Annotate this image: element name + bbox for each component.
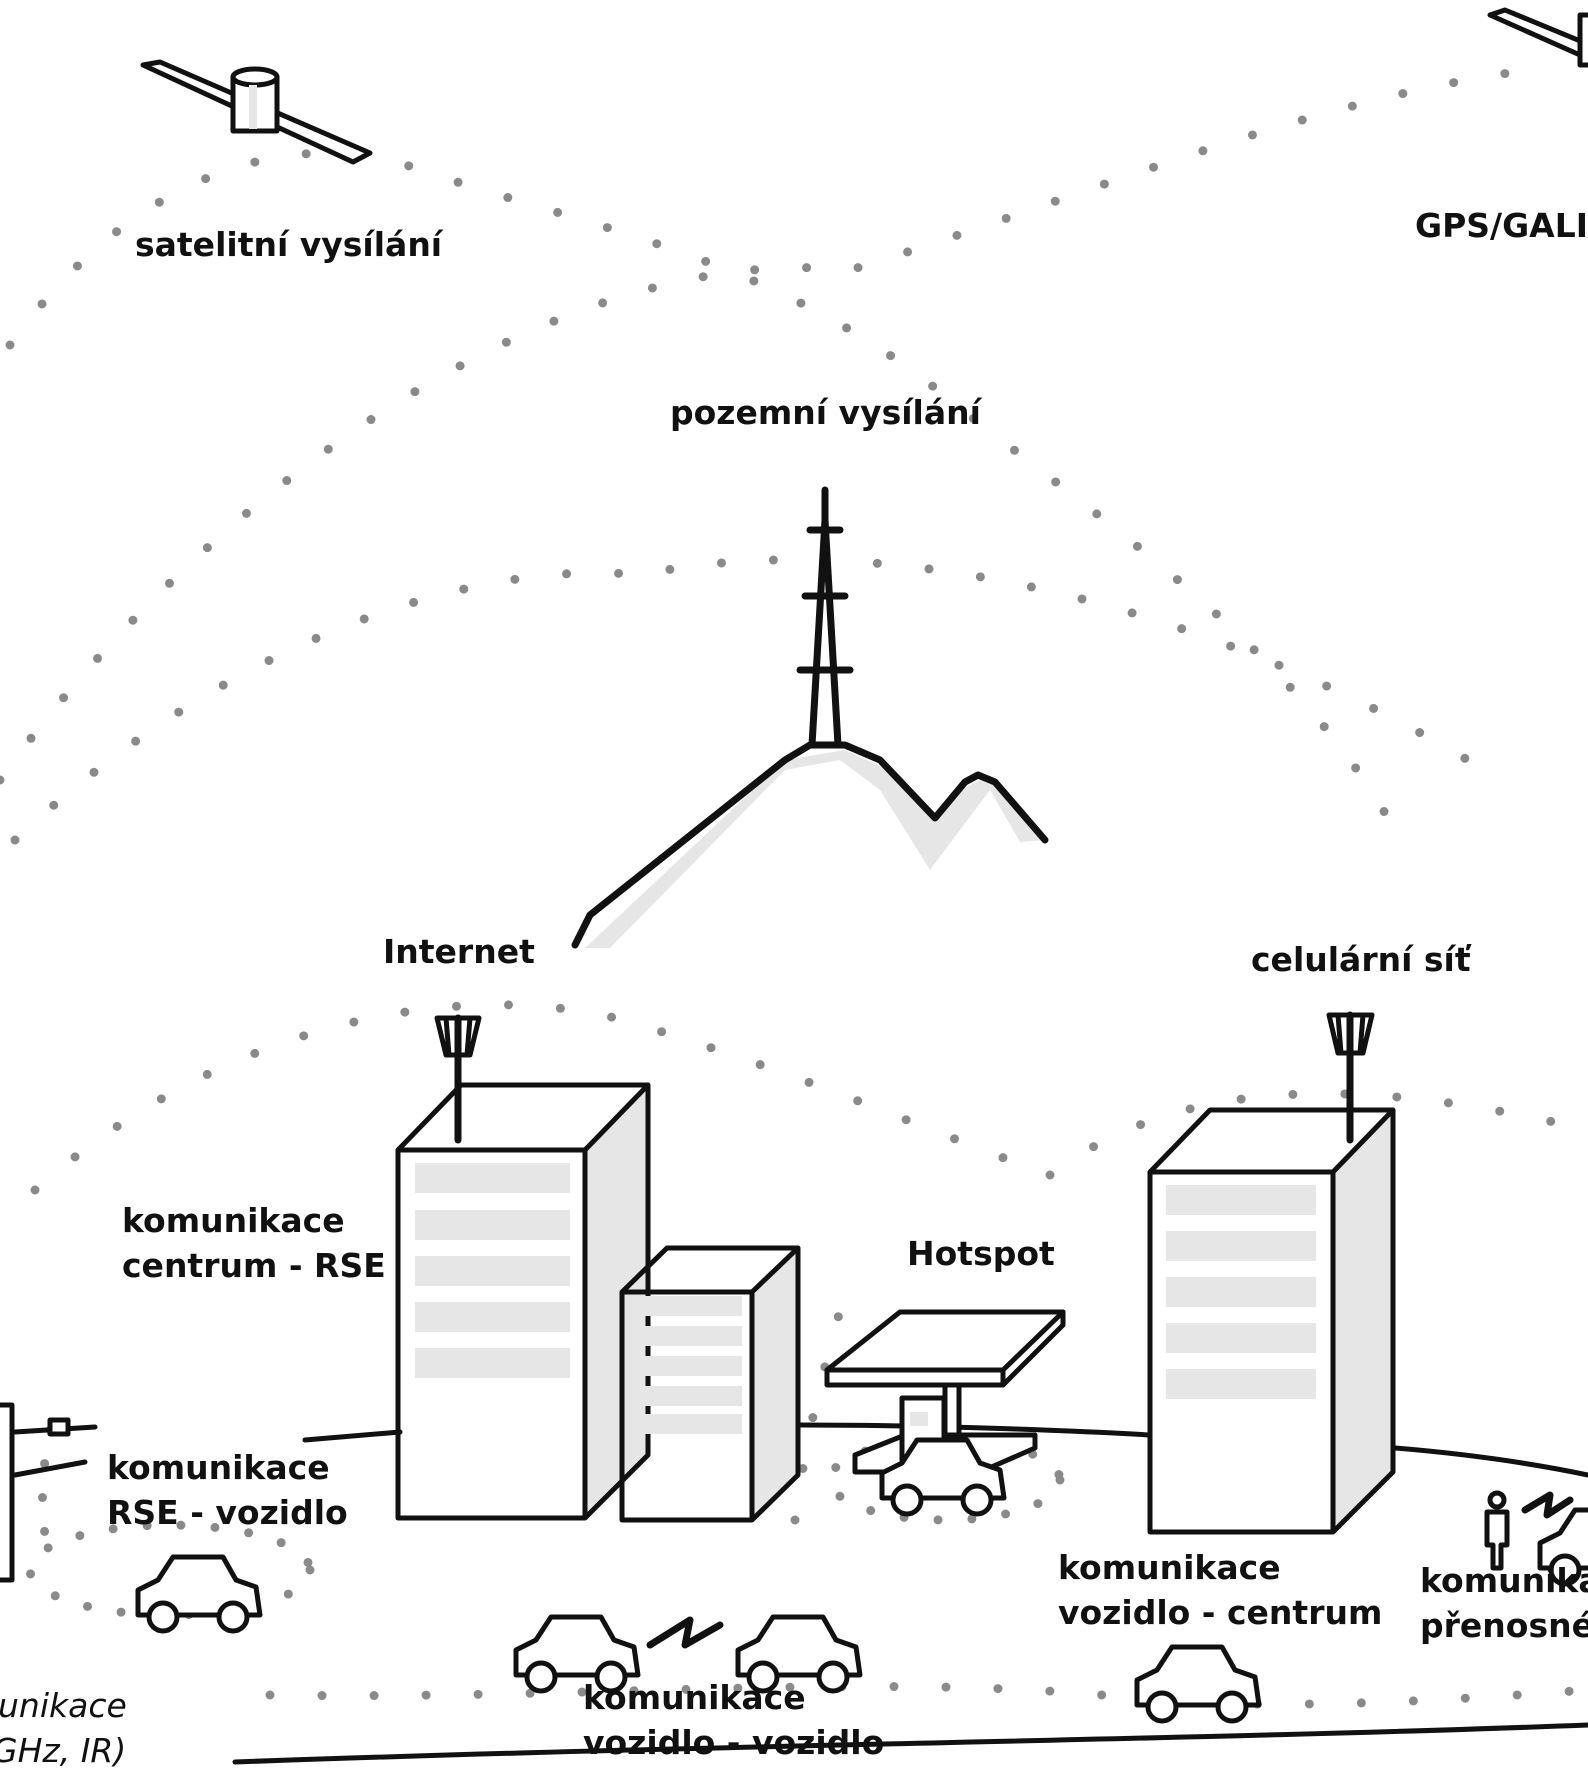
car-icon: [138, 1557, 260, 1631]
portable-label-line1: komunika: [1420, 1561, 1588, 1600]
building-icon: [395, 1014, 651, 1521]
gps-label: GPS/GALI: [1415, 206, 1588, 245]
vehicle-center-label-line1: komunikace: [1058, 1548, 1281, 1587]
v2v-label-line2: vozidlo - vozidlo: [583, 1723, 885, 1762]
short-range-label-line1: unikace: [0, 1686, 127, 1725]
transmission-tower-icon: [796, 486, 854, 749]
ground-outline: [232, 1422, 1588, 1765]
satellite-icon: [1487, 7, 1588, 68]
building-icon: [619, 1245, 801, 1523]
person-icon: [1484, 1490, 1510, 1571]
hotspot-label: Hotspot: [907, 1234, 1055, 1273]
satellite-label: satelitní vysílání: [135, 225, 443, 264]
cellular-label: celulární síť: [1251, 940, 1471, 979]
vehicle-center-label-line2: vozidlo - centrum: [1058, 1593, 1383, 1632]
center-rse-label-line1: komunikace: [122, 1201, 345, 1240]
antenna-icon: [1326, 1012, 1375, 1056]
roadside-unit-icon: [0, 1402, 98, 1583]
center-rse-label-line2: centrum - RSE: [122, 1246, 386, 1285]
portable-label-line2: přenosné: [1420, 1606, 1588, 1645]
lightning-link-icon: [1521, 1491, 1574, 1519]
building-icon: [1147, 1011, 1396, 1535]
mountain-icon: [571, 741, 1049, 949]
rse-vehicle-label-line2: RSE - vozidlo: [107, 1493, 348, 1532]
signal-arcs: [0, 65, 1588, 1709]
internet-label: Internet: [383, 932, 535, 971]
lightning-link-icon: [646, 1616, 724, 1649]
car-icon: [1137, 1647, 1259, 1721]
v2v-label-line1: komunikace: [583, 1678, 806, 1717]
antenna-icon: [434, 1015, 482, 1058]
short-range-label-line2: GHz, IR): [0, 1731, 127, 1770]
rse-vehicle-label-line1: komunikace: [107, 1448, 330, 1487]
terrestrial-label: pozemní vysílání: [670, 393, 981, 432]
satellite-icon: [140, 59, 373, 165]
